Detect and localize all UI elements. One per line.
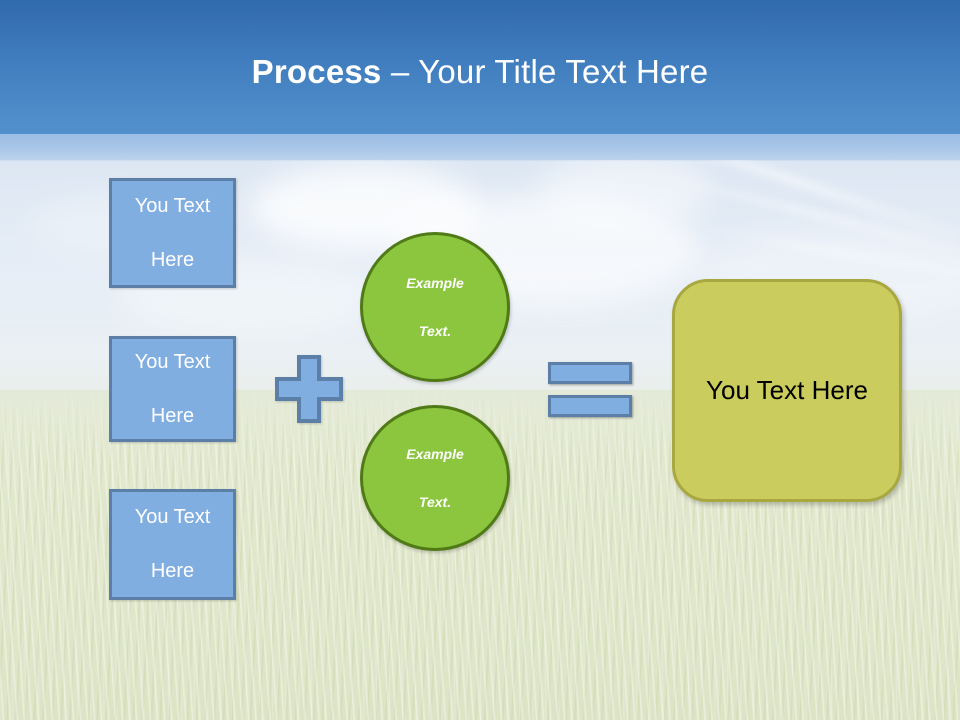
page-title: Process – Your Title Text Here (0, 52, 960, 92)
equals-operator-icon (548, 362, 632, 417)
page-title-strong: Process (251, 53, 382, 90)
title-bar-underband (0, 134, 960, 160)
title-bar (0, 0, 960, 134)
result-box[interactable]: You Text Here (672, 279, 902, 502)
equals-bar-top (548, 362, 632, 384)
sky-region (0, 135, 960, 400)
plus-operator-icon (275, 355, 343, 423)
equals-bar-bottom (548, 395, 632, 417)
cloud-shape (540, 155, 710, 225)
result-box-label: You Text Here (706, 375, 868, 405)
plus-icon (275, 355, 343, 423)
page-title-rest: – Your Title Text Here (381, 53, 709, 90)
